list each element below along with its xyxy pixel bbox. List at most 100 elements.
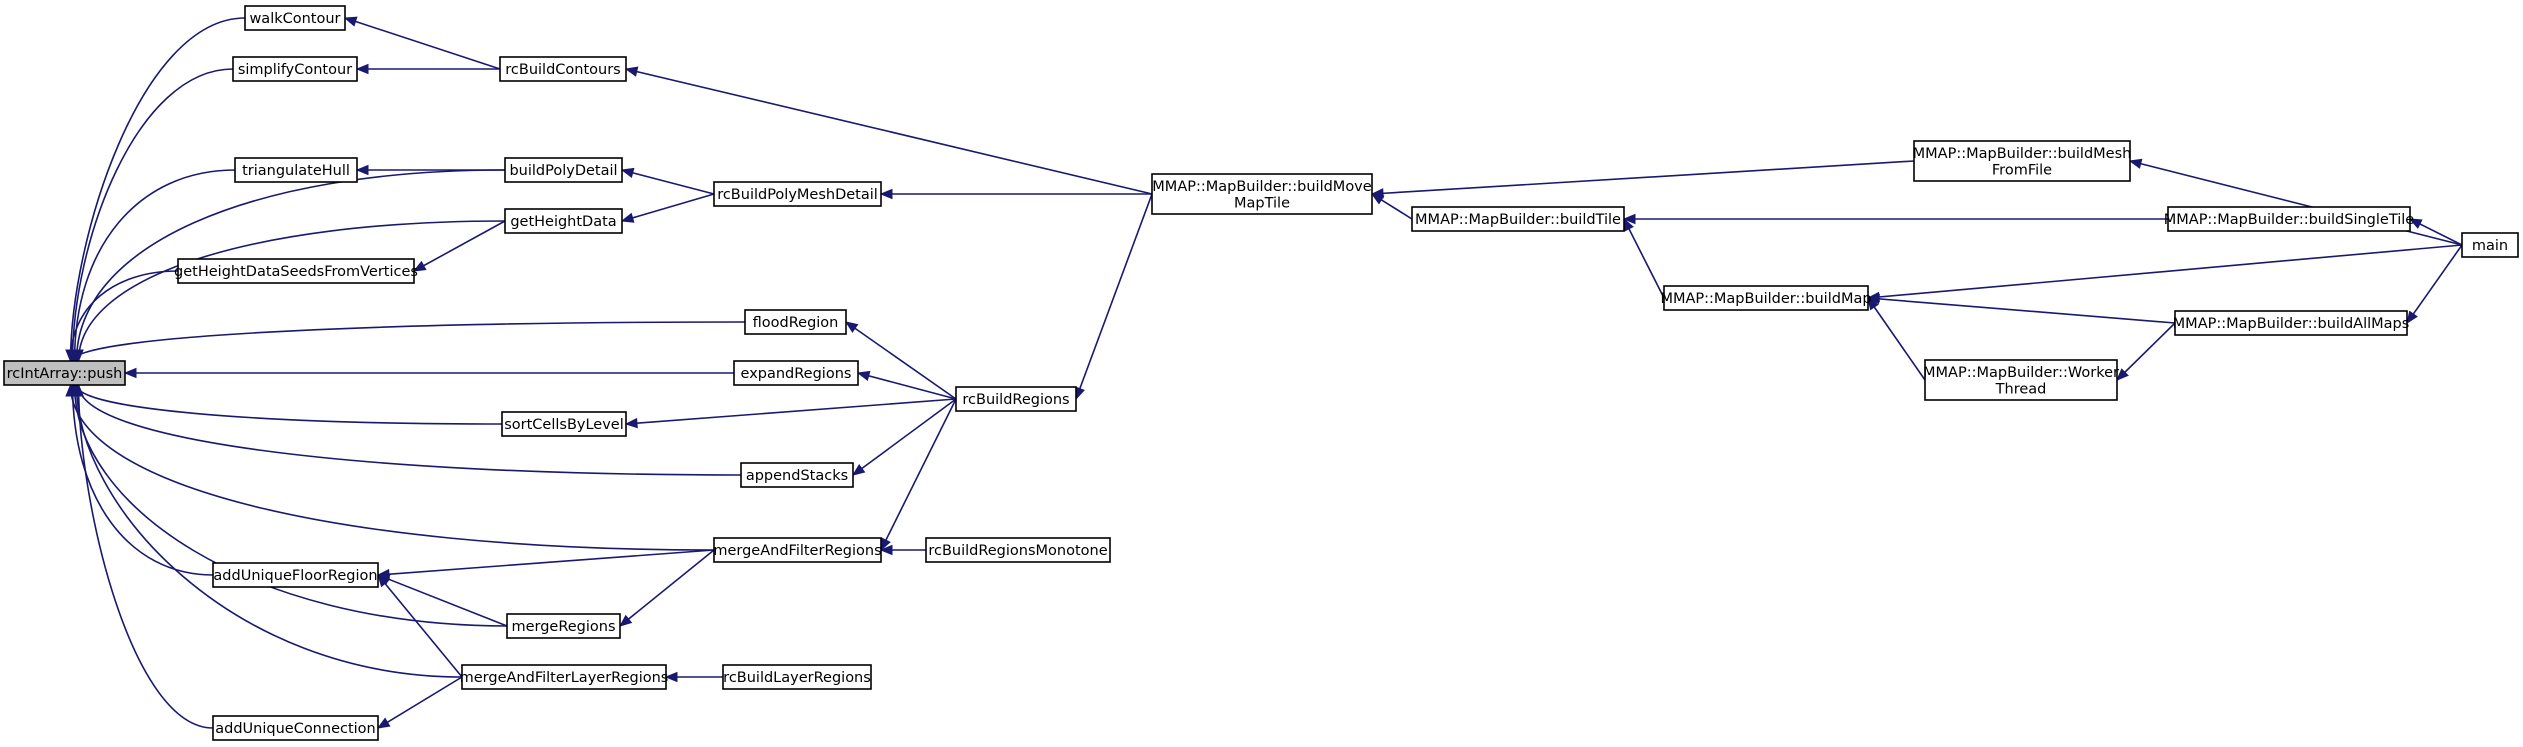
node-label-getHeightData: getHeightData [510,214,616,230]
node-box-buildTile[interactable] [1411,206,1625,232]
edge-mergeAndFilterRegions-to-push [69,384,715,551]
edge-buildMeshFromFile-to-buildMoveMapTile [1371,160,1915,195]
arrowhead-main-to-buildSingleTile [2408,218,2423,229]
node-box-simplifyContour[interactable] [232,56,358,82]
node-rcBuildRegions[interactable]: rcBuildRegions [955,386,1077,412]
nodes: rcIntArray::push walkContoursimplifyConto… [3,5,2519,741]
node-box-rcBuildPolyMeshDetail[interactable] [713,181,882,207]
node-box-getHeightData[interactable] [504,208,623,234]
node-box-expandRegions[interactable] [733,360,859,386]
node-mergeRegions[interactable]: mergeRegions [506,613,621,639]
arrowhead-rcBuildContours-to-walkContour [343,16,358,27]
node-addUniqueFloorRegion[interactable]: addUniqueFloorRegion [212,562,379,588]
arrowhead-buildMoveMapTile-to-rcBuildRegions [1075,386,1085,401]
node-box-rcBuildContours[interactable] [499,56,627,82]
node-sortCellsByLevel[interactable]: sortCellsByLevel [501,411,627,437]
node-label-mergeAndFilterLayerRegions: mergeAndFilterLayerRegions [460,670,669,686]
node-box-workerThread[interactable] [1924,359,2118,401]
node-box-buildMoveMapTile[interactable] [1151,173,1373,215]
node-appendStacks[interactable]: appendStacks [740,462,854,488]
node-box-addUniqueConnection[interactable] [212,715,379,741]
edge-addUniqueFloorRegion-to-push [71,384,214,576]
node-mergeAndFilterLayerRegions[interactable]: mergeAndFilterLayerRegions [460,664,669,690]
arrowhead-expandRegions-to-push [123,367,137,379]
node-expandRegions[interactable]: expandRegions [733,360,859,386]
node-floodRegion[interactable]: floodRegion [744,309,847,335]
node-box-mergeRegions[interactable] [506,613,621,639]
edge-mergeAndFilterRegions-to-mergeRegions [619,549,715,627]
arrowhead-workerThread-to-buildMap [1867,296,1879,311]
node-getHeightDataSeeds[interactable]: getHeightDataSeedsFromVertices [174,258,418,284]
edge-rcBuildRegions-to-mergeAndFilterRegions [880,398,957,551]
node-triangulateHull[interactable]: triangulateHull [234,157,358,183]
node-buildSingleTile[interactable]: MMAP::MapBuilder::buildSingleTile [2164,206,2415,232]
node-label-buildPolyDetail: buildPolyDetail [509,163,617,179]
node-box-walkContour[interactable] [244,5,346,31]
node-simplifyContour[interactable]: simplifyContour [232,56,358,82]
node-box-addUniqueFloorRegion[interactable] [212,562,379,588]
arrowhead-main-to-buildAllMaps [2406,310,2418,325]
node-mergeAndFilterRegions[interactable]: mergeAndFilterRegions [713,537,882,563]
node-box-buildMap[interactable] [1663,285,1869,311]
node-box-buildAllMaps[interactable] [2174,310,2408,336]
node-rcBuildPolyMeshDetail[interactable]: rcBuildPolyMeshDetail [713,181,882,207]
node-addUniqueConnection[interactable]: addUniqueConnection [212,715,379,741]
node-box-buildMeshFromFile[interactable] [1913,140,2131,182]
node-box-floodRegion[interactable] [744,309,847,335]
node-walkContour[interactable]: walkContour [244,5,346,31]
node-box-appendStacks[interactable] [740,462,854,488]
node-box-getHeightDataSeeds[interactable] [177,258,415,284]
node-buildAllMaps[interactable]: MMAP::MapBuilder::buildAllMaps [2173,310,2410,336]
node-box-buildPolyDetail[interactable] [504,157,623,183]
edge-floodRegion-to-push [71,321,746,362]
node-rcBuildContours[interactable]: rcBuildContours [499,56,627,82]
node-main[interactable]: main [2461,232,2519,258]
node-label-rcBuildRegionsMonotone: rcBuildRegionsMonotone [928,543,1107,559]
node-label-main: main [2472,238,2508,254]
edge-mergeAndFilterLayerRegions-to-addUniqueConnection [377,676,463,729]
edge-getHeightDataSeeds-to-push [69,270,179,362]
node-rcBuildRegionsMonotone[interactable]: rcBuildRegionsMonotone [925,537,1111,563]
edge-walkContour-to-push [69,17,246,362]
node-label-buildMoveMapTile: MapTile [1234,195,1290,211]
node-box-mergeAndFilterRegions[interactable] [713,537,882,563]
node-box-buildSingleTile[interactable] [2167,206,2411,232]
node-label-buildTile: MMAP::MapBuilder::buildTile [1415,212,1621,228]
node-push[interactable]: rcIntArray::push [3,360,126,386]
node-box-rcBuildRegions[interactable] [955,386,1077,412]
node-box-main[interactable] [2461,232,2519,258]
node-label-buildMeshFromFile: MMAP::MapBuilder::buildMesh [1913,146,2132,162]
edge-main-to-buildMeshFromFile [2129,160,2463,246]
node-box-sortCellsByLevel[interactable] [501,411,627,437]
node-box-triangulateHull[interactable] [234,157,358,183]
node-label-workerThread: MMAP::MapBuilder::Worker [1923,365,2119,381]
node-label-addUniqueFloorRegion: addUniqueFloorRegion [213,568,377,584]
node-rcBuildLayerRegions[interactable]: rcBuildLayerRegions [722,664,872,690]
node-label-rcBuildRegions: rcBuildRegions [962,392,1069,408]
edge-rcBuildContours-to-walkContour [344,17,501,70]
edge-buildAllMaps-to-buildMap [1867,297,2176,324]
edge-buildMoveMapTile-to-rcBuildRegions [1075,193,1153,400]
node-label-push: rcIntArray::push [7,366,123,382]
node-buildPolyDetail[interactable]: buildPolyDetail [504,157,623,183]
edge-mergeAndFilterLayerRegions-to-push [75,384,463,678]
edge-mergeRegions-to-addUniqueFloorRegion [377,574,508,627]
node-getHeightData[interactable]: getHeightData [504,208,623,234]
arrowhead-rcBuildRegionsMonotone-to-mergeAndFilterRegions [879,544,893,556]
edge-buildMap-to-buildTile [1623,218,1665,299]
node-box-rcBuildLayerRegions[interactable] [722,664,872,690]
node-label-triangulateHull: triangulateHull [242,163,350,179]
node-box-push[interactable] [3,360,126,386]
node-buildMap[interactable]: MMAP::MapBuilder::buildMap [1660,285,1872,311]
edge-rcBuildPolyMeshDetail-to-getHeightData [621,193,715,222]
node-label-buildMoveMapTile: MMAP::MapBuilder::buildMove [1152,179,1371,195]
node-buildTile[interactable]: MMAP::MapBuilder::buildTile [1411,206,1625,232]
node-box-rcBuildRegionsMonotone[interactable] [925,537,1111,563]
arrowhead-rcBuildLayerRegions-to-mergeAndFilterLayerRegions [664,671,678,683]
arrowhead-addUniqueConnection-to-push [73,383,84,397]
edge-rcBuildRegions-to-appendStacks [852,398,957,476]
node-box-mergeAndFilterLayerRegions[interactable] [461,664,667,690]
